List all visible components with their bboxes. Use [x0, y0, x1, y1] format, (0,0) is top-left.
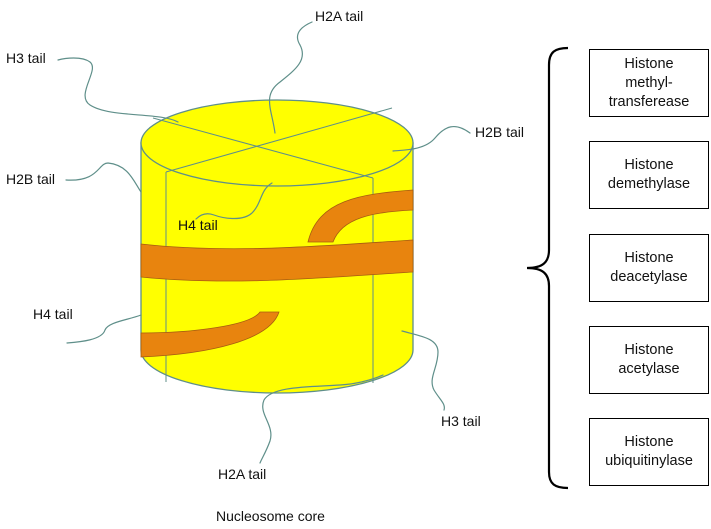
dna-band-upper-right [307, 189, 414, 243]
label-h3-tail-bottom-right: H3 tail [441, 413, 481, 429]
dna-band-middle [140, 239, 414, 282]
enzyme-box-acetylase: Histone acetylase [589, 326, 709, 394]
enzyme-brace [526, 46, 569, 490]
h4-tail-left-line [66, 314, 142, 344]
label-h4-tail-center: H4 tail [178, 217, 218, 233]
h4-tail-center-line [195, 182, 273, 220]
h3-tail-bottom-right-line [401, 330, 445, 411]
h2b-tail-left-line [65, 162, 142, 193]
label-h3-tail-top-left: H3 tail [6, 50, 46, 66]
top-face-divider-2 [152, 117, 374, 179]
enzyme-box-methyltransferase: Histone methyl- transferease [589, 49, 709, 117]
label-h4-tail-left: H4 tail [33, 306, 73, 322]
label-h2a-tail-top: H2A tail [315, 8, 364, 24]
h2b-tail-right-line [392, 125, 471, 152]
h2a-tail-top-line [269, 21, 313, 134]
diagram-caption: Nucleosome core [216, 508, 325, 524]
enzyme-box-deacetylase: Histone deacetylase [589, 234, 709, 302]
h3-tail-top-left-line [57, 57, 179, 123]
cylinder-top-face [140, 99, 414, 187]
top-face-divider-1 [165, 107, 393, 173]
h2a-tail-bottom-line [259, 374, 384, 464]
label-h2b-tail-left: H2B tail [6, 171, 56, 187]
label-h2a-tail-bottom: H2A tail [218, 466, 267, 482]
label-h2b-tail-right: H2B tail [475, 124, 525, 140]
enzyme-box-ubiquitinylase: Histone ubiquitinylase [589, 418, 709, 486]
enzyme-box-demethylase: Histone demethylase [589, 141, 709, 209]
dna-band-lower-left [140, 311, 280, 358]
